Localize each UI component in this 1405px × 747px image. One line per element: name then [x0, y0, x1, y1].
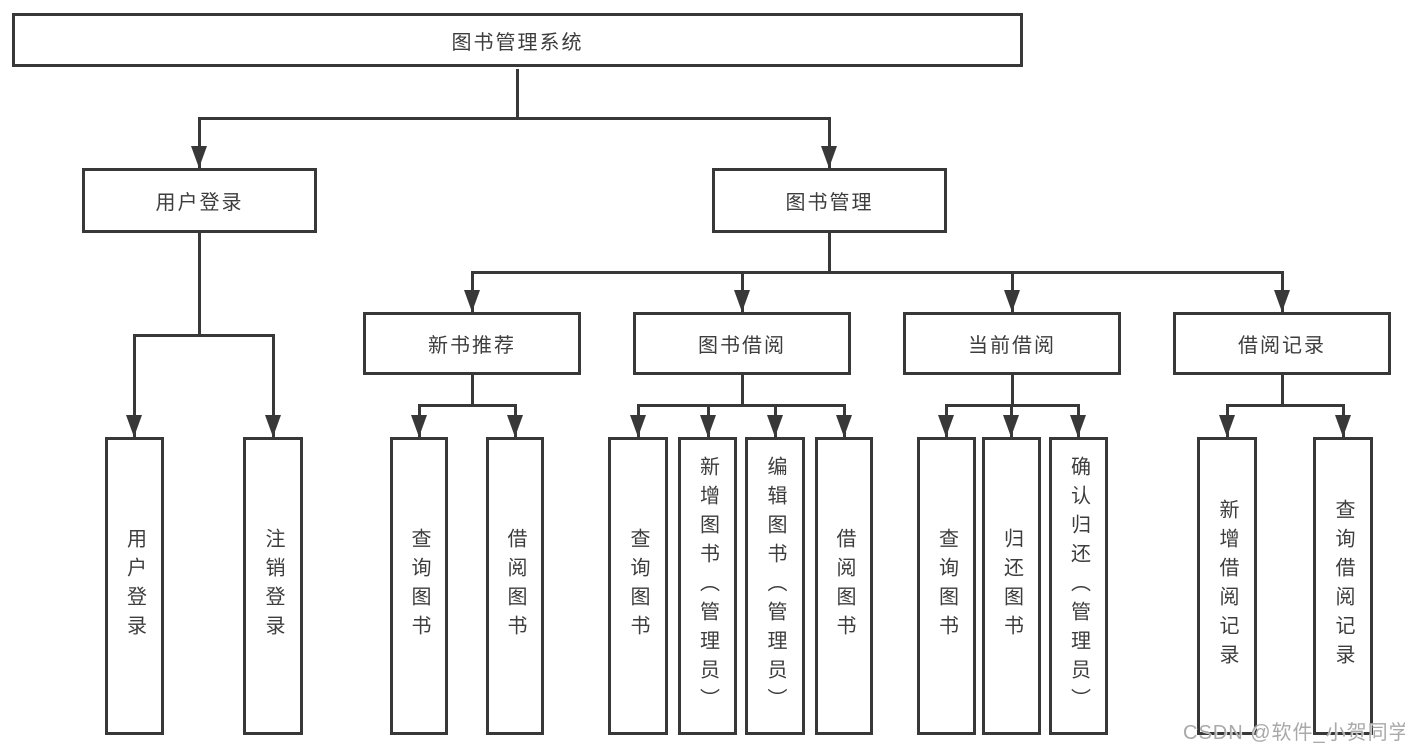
connector-line-horizontal — [1225, 403, 1345, 407]
arrowhead-down-icon — [1003, 415, 1019, 437]
node-label-leaf-query-books-3: 查询图书 — [935, 528, 958, 644]
arrowhead-down-icon — [821, 146, 837, 168]
arrowhead-down-icon — [126, 415, 142, 437]
connector-line-vertical — [470, 375, 474, 405]
node-label-leaf-return-books: 归还图书 — [1000, 528, 1023, 644]
arrowhead-down-icon — [734, 290, 750, 312]
arrowhead-down-icon — [191, 146, 207, 168]
node-label-book-borrowing: 图书借阅 — [698, 335, 786, 357]
connector-line-vertical — [271, 335, 275, 437]
node-leaf-query-books-2: 查询图书 — [608, 437, 668, 735]
connector-line-vertical — [132, 335, 136, 437]
arrowhead-down-icon — [767, 415, 783, 437]
node-label-leaf-logout: 注销登录 — [262, 528, 284, 644]
node-book-borrowing: 图书借阅 — [633, 312, 851, 375]
connector-line-vertical — [827, 118, 831, 168]
arrowhead-down-icon — [1004, 290, 1020, 312]
node-label-leaf-add-borrow-record: 新增借阅记录 — [1216, 499, 1238, 673]
node-leaf-query-books-3: 查询图书 — [917, 437, 976, 735]
connector-line-vertical — [1010, 375, 1014, 405]
node-label-leaf-query-borrow-record: 查询借阅记录 — [1332, 499, 1354, 673]
connector-line-horizontal — [197, 116, 831, 120]
node-leaf-confirm-return: 确认归还（管理员） — [1049, 437, 1108, 735]
connector-line-vertical — [1280, 375, 1284, 405]
connector-line-vertical — [515, 69, 519, 118]
arrowhead-down-icon — [265, 415, 281, 437]
node-leaf-query-borrow-record: 查询借阅记录 — [1313, 437, 1373, 735]
connector-line-vertical — [827, 233, 831, 272]
node-leaf-add-books: 新增图书（管理员） — [678, 437, 737, 735]
node-label-leaf-user-login: 用户登录 — [123, 528, 146, 644]
node-label-root: 图书管理系统 — [451, 31, 584, 54]
node-leaf-add-borrow-record: 新增借阅记录 — [1197, 437, 1257, 735]
arrowhead-down-icon — [1335, 415, 1351, 437]
arrowhead-down-icon — [630, 415, 646, 437]
connector-line-horizontal — [132, 333, 275, 337]
node-label-user-login: 用户登录 — [155, 192, 244, 214]
node-label-book-management: 图书管理 — [785, 192, 874, 214]
arrowhead-down-icon — [836, 415, 852, 437]
node-root: 图书管理系统 — [12, 13, 1023, 67]
arrowhead-down-icon — [464, 290, 480, 312]
node-label-borrowing-records: 借阅记录 — [1238, 335, 1326, 357]
node-current-borrowing: 当前借阅 — [903, 312, 1121, 375]
node-leaf-edit-books: 编辑图书（管理员） — [745, 437, 805, 735]
node-label-leaf-borrow-books-1: 借阅图书 — [504, 528, 526, 644]
node-leaf-user-login: 用户登录 — [105, 437, 164, 735]
node-label-leaf-confirm-return: 确认归还（管理员） — [1067, 455, 1090, 717]
connector-line-vertical — [197, 118, 201, 168]
connector-line-horizontal — [636, 403, 846, 407]
node-leaf-return-books: 归还图书 — [982, 437, 1041, 735]
node-label-leaf-query-books-1: 查询图书 — [408, 528, 430, 644]
node-label-new-book-recommend: 新书推荐 — [428, 335, 516, 357]
arrowhead-down-icon — [1219, 415, 1235, 437]
connector-line-horizontal — [417, 403, 517, 407]
connector-line-vertical — [197, 233, 201, 335]
arrowhead-down-icon — [700, 415, 716, 437]
node-new-book-recommend: 新书推荐 — [363, 312, 581, 375]
arrowhead-down-icon — [1274, 290, 1290, 312]
arrowhead-down-icon — [507, 415, 523, 437]
connector-line-horizontal — [470, 270, 1284, 274]
node-book-management: 图书管理 — [712, 168, 947, 233]
node-leaf-borrow-books-1: 借阅图书 — [486, 437, 544, 735]
arrowhead-down-icon — [938, 415, 954, 437]
connector-line-vertical — [740, 375, 744, 405]
node-label-leaf-edit-books: 编辑图书（管理员） — [764, 455, 786, 717]
csdn-watermark: CSDN @软件_小贺同学 — [1183, 722, 1405, 744]
node-label-current-borrowing: 当前借阅 — [968, 335, 1056, 357]
arrowhead-down-icon — [1070, 415, 1086, 437]
node-borrowing-records: 借阅记录 — [1173, 312, 1391, 375]
node-leaf-logout: 注销登录 — [243, 437, 303, 735]
node-leaf-query-books-1: 查询图书 — [390, 437, 448, 735]
node-user-login: 用户登录 — [82, 168, 317, 233]
node-label-leaf-add-books: 新增图书（管理员） — [696, 455, 719, 717]
node-label-leaf-borrow-books-2: 借阅图书 — [833, 528, 855, 644]
arrowhead-down-icon — [411, 415, 427, 437]
node-leaf-borrow-books-2: 借阅图书 — [815, 437, 873, 735]
node-label-leaf-query-books-2: 查询图书 — [627, 528, 649, 644]
